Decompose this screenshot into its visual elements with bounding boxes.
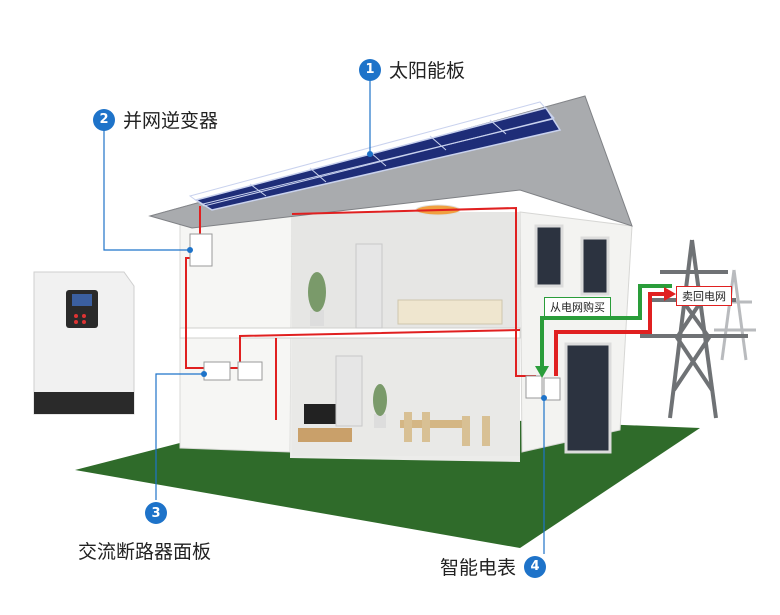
callout-label: 交流断路器面板 bbox=[78, 541, 212, 563]
callout-solar-panel: 1 太阳能板 bbox=[359, 56, 465, 83]
dining-table bbox=[400, 420, 468, 428]
chairs bbox=[404, 412, 490, 446]
buy-arrowhead bbox=[535, 366, 549, 378]
window bbox=[580, 236, 610, 296]
callout-smart-meter: 智能电表 4 bbox=[440, 553, 547, 580]
callout-dots bbox=[187, 151, 547, 401]
breaker-panel bbox=[203, 361, 231, 381]
sell-to-grid-label: 卖回电网 bbox=[676, 286, 732, 306]
power-tower-back bbox=[714, 269, 756, 361]
callout-label: 智能电表 bbox=[440, 557, 517, 579]
callout-label: 并网逆变器 bbox=[123, 110, 219, 132]
plant bbox=[373, 384, 387, 428]
tv-stand bbox=[298, 428, 352, 442]
callout-number: 4 bbox=[524, 555, 547, 578]
callout-number: 3 bbox=[145, 502, 167, 524]
buy-from-grid-label: 从电网购买 bbox=[544, 297, 611, 317]
power-tower bbox=[640, 239, 748, 419]
callout-number: 1 bbox=[359, 58, 381, 81]
callout-breaker-panel: 交流断路器面板 bbox=[78, 537, 211, 564]
door bbox=[355, 243, 383, 329]
glass-door bbox=[564, 342, 612, 454]
smart-meter-2 bbox=[543, 377, 561, 401]
plant bbox=[308, 272, 326, 326]
callout-grid-inverter: 2 并网逆变器 bbox=[93, 106, 218, 133]
buy-arrow bbox=[540, 284, 672, 368]
bed bbox=[397, 299, 503, 325]
sell-arrow bbox=[554, 292, 666, 376]
window bbox=[534, 224, 564, 288]
breaker-panel-2 bbox=[237, 361, 263, 381]
solar-panels bbox=[188, 101, 562, 211]
inverter-unit bbox=[189, 233, 213, 267]
callout-breaker-number: 3 bbox=[145, 502, 167, 524]
callout-number: 2 bbox=[93, 108, 115, 131]
sell-arrowhead bbox=[664, 287, 676, 301]
door bbox=[335, 355, 363, 427]
callout-label: 太阳能板 bbox=[389, 60, 466, 82]
inverter-device bbox=[33, 271, 135, 415]
smart-meter bbox=[525, 375, 543, 399]
callout-leaders bbox=[103, 78, 545, 554]
tv bbox=[304, 404, 338, 424]
